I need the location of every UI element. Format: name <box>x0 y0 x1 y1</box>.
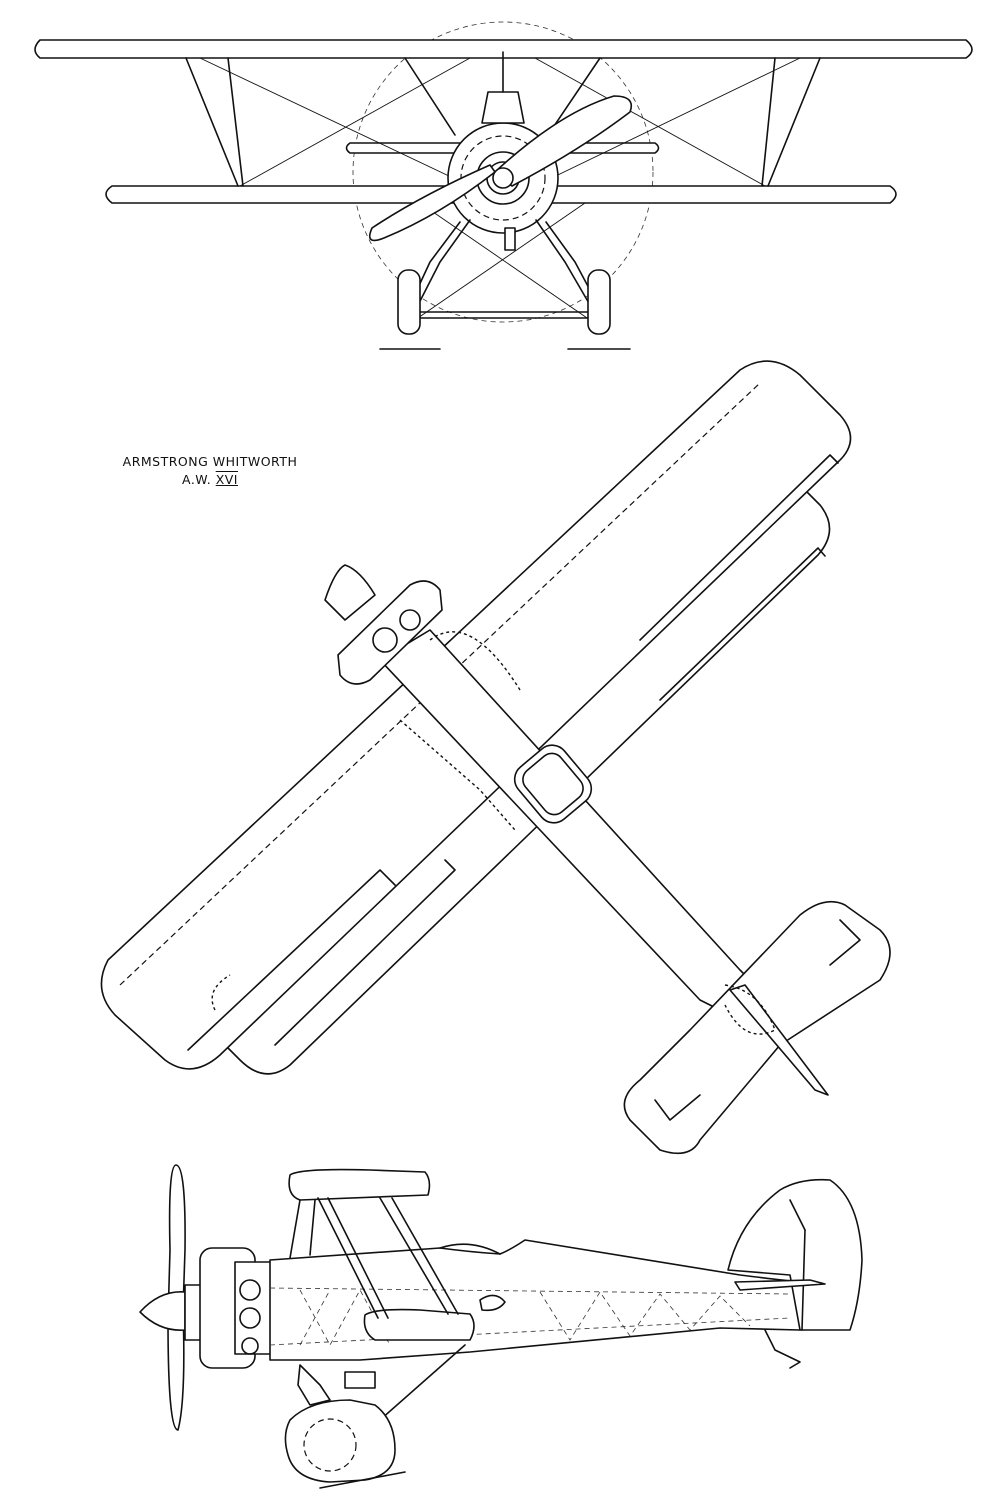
plan-engine <box>324 564 443 685</box>
designation-prefix: A.W. <box>181 472 212 487</box>
manufacturer-label: ARMSTRONG WHITWORTH <box>122 454 298 469</box>
side-tail-skid <box>764 1329 801 1369</box>
plan-fin <box>729 984 829 1096</box>
side-fin-rudder <box>727 1178 863 1331</box>
side-view <box>139 1164 863 1489</box>
plan-upper-right-aileron <box>639 454 839 641</box>
front-interplane-struts <box>185 57 821 187</box>
front-upper-wing <box>34 39 973 59</box>
title-block: ARMSTRONG WHITWORTH A.W. XVI <box>100 453 320 489</box>
front-view <box>34 21 973 350</box>
side-tailplane <box>734 1279 826 1291</box>
plan-lower-right-aileron <box>659 547 826 701</box>
front-cabane <box>481 91 525 124</box>
side-spinner <box>139 1291 186 1331</box>
front-propeller <box>368 95 633 242</box>
designation-label: A.W. XVI <box>100 471 320 489</box>
front-right-wheel <box>587 269 611 335</box>
propeller-disc <box>352 21 654 323</box>
front-undercarriage <box>409 219 599 319</box>
side-upper-wing <box>288 1168 431 1201</box>
designation-number: XVI <box>215 472 238 487</box>
plan-lower-left-aileron <box>274 859 456 1046</box>
side-wheel <box>284 1399 406 1489</box>
plan-upper-left-aileron <box>187 869 396 1051</box>
side-interplane-struts <box>289 1197 459 1319</box>
front-left-wheel <box>397 269 421 335</box>
side-lower-wing <box>363 1308 475 1341</box>
plan-view <box>100 360 891 1155</box>
front-bracing-wires <box>199 57 801 321</box>
side-fuselage <box>269 1239 801 1361</box>
side-engine <box>184 1247 274 1369</box>
